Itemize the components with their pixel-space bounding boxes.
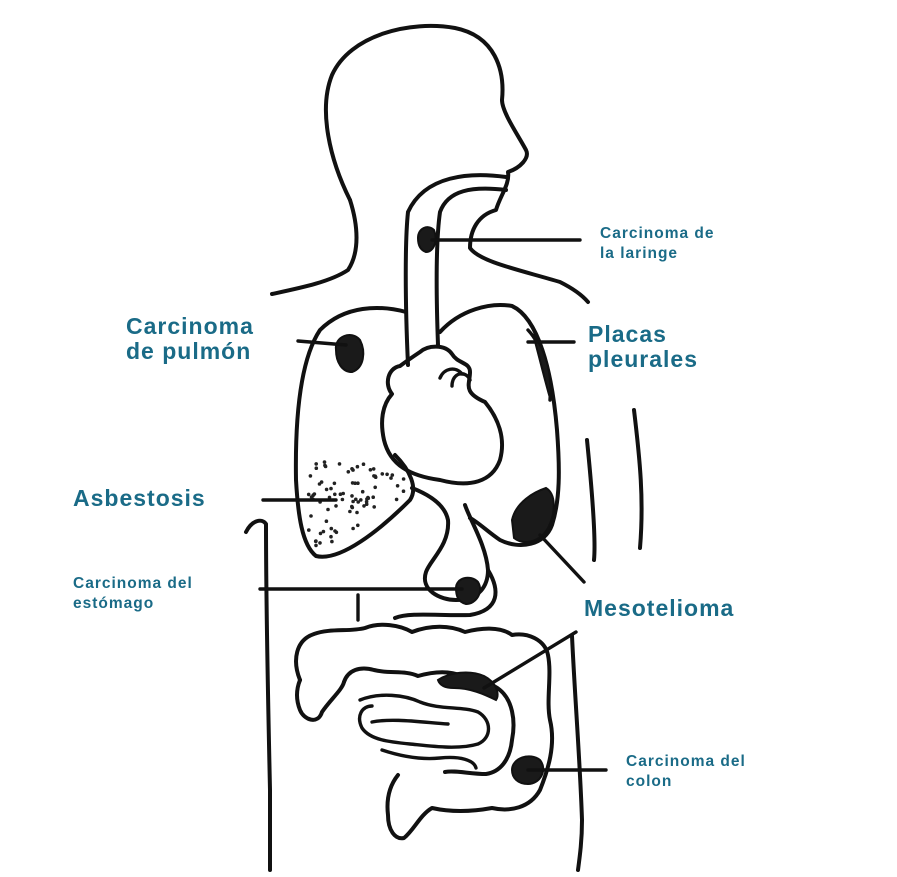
label-placas-pleurales-line2: pleurales (588, 347, 698, 372)
asbestosis-dot (326, 508, 330, 512)
asbestosis-dot (372, 505, 376, 509)
label-carcinoma-laringe-line1: Carcinoma de (600, 224, 715, 244)
asbestosis-dot (330, 540, 334, 544)
asbestosis-dot (385, 473, 389, 477)
asbestosis-dot (353, 481, 357, 485)
label-carcinoma-colon: Carcinoma del colon (626, 752, 746, 793)
asbestosis-dot (333, 529, 337, 533)
asbestosis-dot (402, 489, 406, 493)
asbestosis-dot (333, 482, 337, 486)
asbestosis-dot (361, 490, 365, 494)
label-mesotelioma: Mesotelioma (584, 596, 734, 621)
label-carcinoma-estomago: Carcinoma del estómago (73, 574, 193, 615)
asbestosis-dot (334, 504, 338, 508)
label-carcinoma-estomago-line1: Carcinoma del (73, 574, 193, 594)
asbestosis-dot (381, 472, 385, 476)
asbestosis-dot (396, 484, 400, 488)
asbestosis-dot (350, 494, 354, 498)
asbestosis-dot (351, 527, 355, 531)
head-outline (326, 26, 588, 302)
torso-right-outline (634, 410, 642, 548)
label-carcinoma-laringe-line2: la laringe (600, 244, 715, 264)
label-carcinoma-pulmon-line2: de pulmón (126, 339, 254, 364)
leader-mesotelioma-lower (484, 632, 576, 688)
colon-left-descending (297, 680, 344, 720)
asbestosis-dot (355, 511, 359, 515)
asbestosis-dot (315, 466, 319, 470)
asbestosis-dot (348, 510, 352, 514)
neck-left-outline (272, 200, 357, 294)
torso-left-outline (246, 521, 270, 870)
asbestosis-dot (329, 487, 333, 491)
asbestosis-dot (347, 470, 351, 474)
asbestosis-dot (356, 500, 360, 504)
asbestosis-dot (389, 476, 393, 480)
leader-mesotelioma-upper (540, 535, 584, 582)
asbestosis-dot (369, 468, 373, 472)
label-placas-pleurales-line1: Placas (588, 322, 698, 347)
asbestosis-dot (374, 475, 378, 479)
label-placas-pleurales: Placas pleurales (588, 322, 698, 372)
asbestosis-dot (402, 477, 406, 481)
label-carcinoma-estomago-line2: estómago (73, 594, 193, 614)
asbestosis-dot (350, 467, 354, 471)
asbestosis-dot (356, 465, 360, 469)
asbestosis-dot (356, 524, 360, 528)
asbestosis-dots (307, 460, 406, 547)
asbestosis-dot (338, 462, 342, 466)
asbestosis-dot (341, 498, 345, 502)
asbestosis-dot (333, 493, 337, 497)
torso-right-outline-lower (572, 636, 582, 870)
label-asbestosis-line1: Asbestosis (73, 486, 206, 511)
asbestosis-dot (310, 495, 314, 499)
asbestosis-dot (314, 462, 318, 466)
asbestosis-dot (320, 480, 324, 484)
asbestosis-dot (325, 519, 329, 523)
asbestosis-dot (350, 505, 354, 509)
torso-right-outline-upper (587, 440, 595, 560)
label-carcinoma-colon-line2: colon (626, 772, 746, 792)
label-carcinoma-pulmon-line1: Carcinoma (126, 314, 254, 339)
asbestosis-dot (323, 464, 327, 468)
asbestosis-dot (314, 540, 318, 544)
asbestosis-dot (362, 462, 366, 466)
airway-outer (406, 175, 506, 365)
asbestosis-dot (309, 514, 313, 518)
heart-vessels (440, 369, 470, 386)
asbestosis-dot (307, 493, 311, 497)
asbestosis-dot (319, 532, 323, 536)
label-carcinoma-laringe: Carcinoma de la laringe (600, 224, 715, 265)
asbestosis-dot (318, 541, 322, 545)
asbestosis-dot (329, 535, 333, 539)
asbestosis-dot (323, 460, 327, 464)
asbestosis-dot (354, 498, 358, 502)
asbestosis-dot (365, 502, 369, 506)
asbestosis-dot (325, 488, 329, 492)
asbestosis-dot (366, 496, 370, 500)
lung-tumor (336, 335, 363, 372)
asbestosis-dot (339, 492, 343, 496)
label-mesotelioma-line1: Mesotelioma (584, 596, 734, 621)
small-intestine (360, 695, 489, 768)
asbestosis-dot (314, 544, 318, 548)
label-carcinoma-colon-line1: Carcinoma del (626, 752, 746, 772)
label-carcinoma-pulmon: Carcinoma de pulmón (126, 314, 254, 364)
asbestosis-dot (372, 467, 376, 471)
asbestosis-dot (395, 498, 399, 502)
asbestosis-dot (373, 486, 377, 490)
asbestosis-dot (307, 528, 311, 532)
asbestosis-dot (371, 495, 375, 499)
asbestosis-dot (330, 527, 334, 531)
label-asbestosis: Asbestosis (73, 486, 206, 511)
stomach-tumor (456, 578, 480, 604)
asbestosis-dot (309, 474, 313, 478)
